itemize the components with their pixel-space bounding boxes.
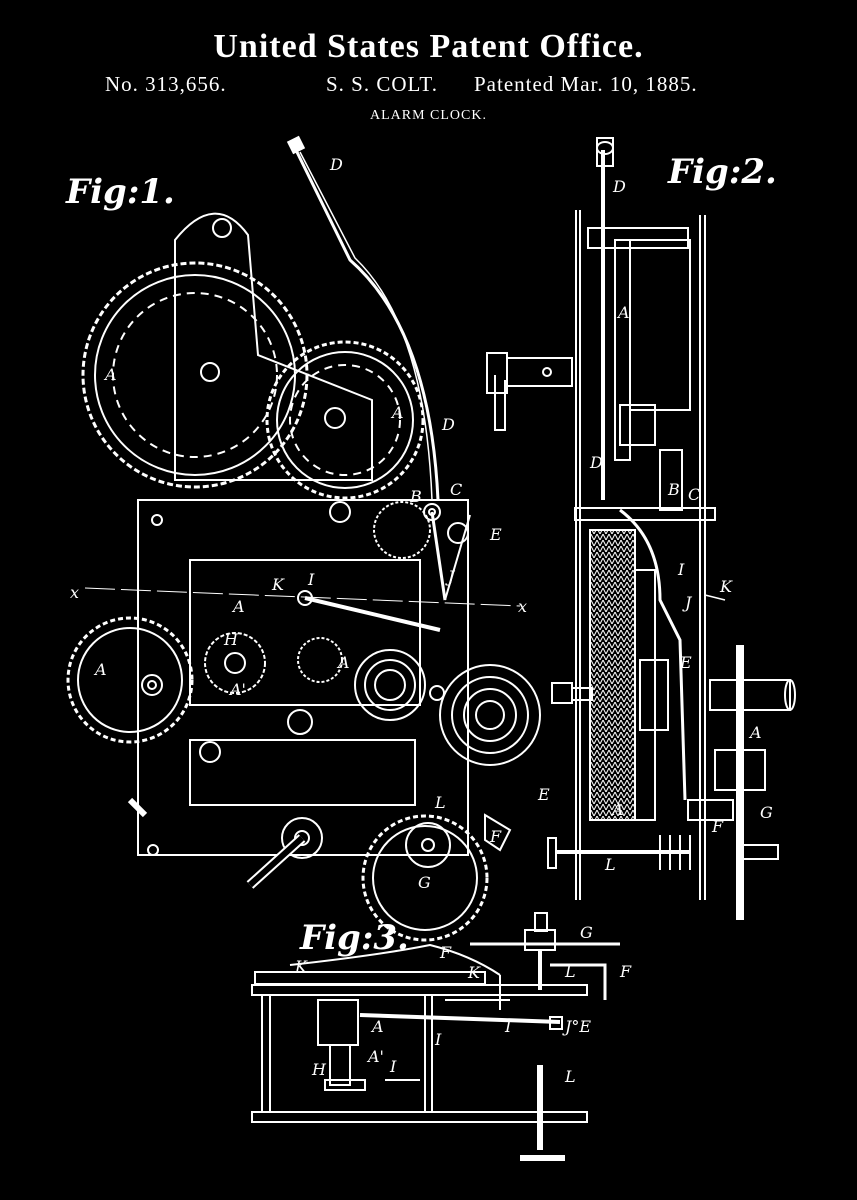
label-A-1: A	[103, 365, 117, 384]
label-A-prime: A'	[228, 680, 246, 699]
fig3-label-L: L	[564, 962, 576, 981]
label-G: G	[418, 873, 431, 892]
drawing-reference-labels: D A A D B C E x x K I J A A H A A' L E F…	[70, 155, 773, 1086]
label-E: E	[489, 525, 502, 544]
fig3-label-H: H	[311, 1060, 327, 1079]
fig2-label-A: A	[616, 303, 630, 322]
patent-subject: ALARM CLOCK.	[369, 108, 487, 123]
fig2-label-F: F	[711, 817, 724, 836]
label-L: L	[434, 793, 446, 812]
fig2-label-D: D	[612, 177, 626, 196]
fig2-label-E: E	[679, 653, 692, 672]
inventor-name: S. S. COLT.	[326, 72, 438, 96]
fig3-label-I3: I	[389, 1057, 397, 1076]
label-C: C	[450, 480, 462, 499]
fig3-label-K2: K	[467, 963, 481, 982]
label-D-mid: D	[441, 415, 455, 434]
fig2-label-I: I	[677, 560, 685, 579]
fig2-label-L: L	[604, 855, 616, 874]
label-D-top: D	[329, 155, 343, 174]
label-x-left: x	[70, 583, 79, 602]
fig3-label-I: I	[504, 1017, 512, 1036]
fig3-label-L2: L	[564, 1067, 576, 1086]
label-K: K	[271, 575, 285, 594]
label-E-2: E	[537, 785, 550, 804]
patent-date: Patented Mar. 10, 1885.	[474, 72, 698, 96]
fig3-label-K: K	[294, 957, 308, 976]
fig2-label-A2: A	[748, 723, 762, 742]
patent-office-title: United States Patent Office.	[213, 28, 644, 65]
fig3-label-G: G	[580, 923, 593, 942]
figure-2-drawing	[486, 137, 796, 920]
label-J: J	[445, 567, 456, 586]
figure-3-drawing	[251, 912, 620, 1161]
fig2-label-A3: A	[610, 800, 624, 819]
fig2-label-K: K	[719, 577, 733, 596]
figure-1-drawing	[66, 135, 541, 942]
label-x-right: x	[518, 597, 527, 616]
patent-number: No. 313,656.	[105, 72, 227, 96]
fig2-label-B: B	[667, 480, 680, 499]
label-I: I	[307, 570, 315, 589]
label-A-4: A	[93, 660, 107, 679]
figure-2-label: Fig:2.	[668, 152, 777, 192]
label-F: F	[489, 827, 502, 846]
label-H: H	[223, 630, 239, 649]
label-A-3: A	[231, 597, 245, 616]
label-B: B	[409, 487, 422, 506]
fig2-label-J: J	[682, 593, 693, 612]
label-A-5: A	[336, 653, 350, 672]
fig3-label-F2: F	[619, 962, 632, 981]
fig2-label-C: C	[688, 485, 700, 504]
fig3-label-I2: I	[434, 1030, 442, 1049]
fig3-label-A-prime: A'	[366, 1047, 384, 1066]
fig2-label-D2: D	[589, 453, 603, 472]
fig2-label-G: G	[760, 803, 773, 822]
label-A-2: A	[390, 403, 404, 422]
figure-1-label: Fig:1.	[66, 172, 175, 212]
fig3-label-JE: J°E	[562, 1017, 591, 1036]
fig3-label-F: F	[439, 943, 452, 962]
fig3-label-A: A	[370, 1017, 384, 1036]
